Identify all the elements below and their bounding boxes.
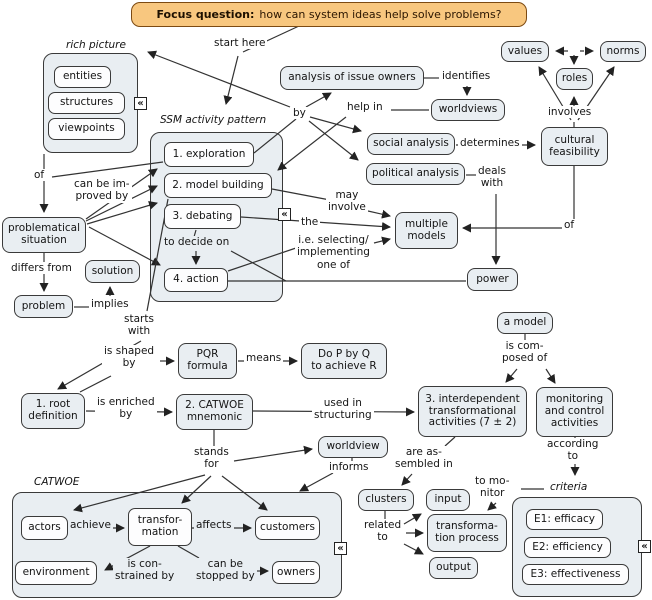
node-actors[interactable]: actors <box>21 516 68 540</box>
link-of-left: of <box>32 169 47 182</box>
node-roles[interactable]: roles <box>556 68 593 90</box>
link-is-constrained-by: is con- strained by <box>113 558 177 583</box>
link-differs-from: differs from <box>9 262 74 275</box>
node-solution[interactable]: solution <box>85 260 140 283</box>
node-clusters[interactable]: clusters <box>358 489 414 511</box>
node-power[interactable]: power <box>467 268 518 291</box>
link-by: by <box>291 107 308 120</box>
collapse-icon[interactable]: « <box>334 542 347 555</box>
node-multiple-models[interactable]: multiple models <box>395 212 458 249</box>
link-informs: informs <box>327 461 371 474</box>
link-starts-with: starts with <box>122 313 156 338</box>
link-affects: affects <box>194 519 234 532</box>
link-to-monitor: to mo- nitor <box>473 475 512 500</box>
node-cultural-feasibility[interactable]: cultural feasibility <box>541 127 608 166</box>
node-exploration[interactable]: 1. exploration <box>164 142 254 167</box>
link-can-be-stopped-by: can be stopped by <box>194 558 257 583</box>
link-is-composed-of: is com- posed of <box>500 340 550 365</box>
node-worldview[interactable]: worldview <box>318 436 388 458</box>
node-output[interactable]: output <box>429 557 478 579</box>
link-is-enriched-by: is enriched by <box>95 396 157 421</box>
collapse-icon[interactable]: « <box>134 97 147 110</box>
node-transformation[interactable]: transfor- mation <box>128 508 192 546</box>
node-interdependent-activities[interactable]: 3. interdependent transformational activ… <box>418 386 527 437</box>
link-determines: determines <box>458 137 522 150</box>
link-means: means <box>244 352 284 365</box>
link-according-to: according to <box>545 438 601 463</box>
catwoe-heading: CATWOE <box>34 476 80 488</box>
node-e3-effectiveness[interactable]: E3: effectiveness <box>522 564 629 585</box>
node-e1-efficacy[interactable]: E1: efficacy <box>526 509 603 530</box>
node-action[interactable]: 4. action <box>164 268 228 292</box>
link-can-be-improved-by: can be im- proved by <box>72 178 132 203</box>
collapse-icon[interactable]: « <box>638 540 651 553</box>
link-implies: implies <box>89 298 131 311</box>
collapse-icon[interactable]: « <box>278 208 291 221</box>
node-owners[interactable]: owners <box>272 561 320 584</box>
link-start-here: start here <box>212 37 268 50</box>
rich-picture-heading: rich picture <box>66 39 126 51</box>
node-monitoring-control[interactable]: monitoring and control activities <box>536 387 613 437</box>
link-related-to: related to <box>362 519 404 544</box>
link-identifies: identifies <box>440 70 493 83</box>
ssm-heading: SSM activity pattern <box>160 114 267 126</box>
node-input[interactable]: input <box>426 489 470 511</box>
node-viewpoints[interactable]: viewpoints <box>48 118 125 140</box>
node-customers[interactable]: customers <box>255 516 320 540</box>
node-structures[interactable]: structures <box>48 92 125 114</box>
node-analysis-of-issue-owners[interactable]: analysis of issue owners <box>280 66 424 90</box>
node-problem[interactable]: problem <box>14 295 73 318</box>
link-deals-with: deals with <box>476 165 508 190</box>
link-help-in: help in <box>345 101 385 114</box>
node-transformation-process[interactable]: transforma- tion process <box>427 514 507 552</box>
link-to-decide-on: to decide on <box>162 236 232 249</box>
link-is-shaped-by: is shaped by <box>102 345 157 370</box>
node-values[interactable]: values <box>501 41 549 62</box>
node-norms[interactable]: norms <box>600 41 646 62</box>
node-model-building[interactable]: 2. model building <box>164 173 272 198</box>
node-e2-efficiency[interactable]: E2: efficiency <box>524 537 611 558</box>
focus-question: Focus question: how can system ideas hel… <box>131 2 527 27</box>
link-used-in-structuring: used in structuring <box>312 397 374 422</box>
node-do-p-by-q[interactable]: Do P by Q to achieve R <box>301 343 387 379</box>
link-ie-selecting: i.e. selecting/ implementing one of <box>295 234 372 272</box>
focus-question-text: how can system ideas help solve problems… <box>259 8 502 21</box>
node-problematical-situation[interactable]: problematical situation <box>2 217 86 253</box>
link-stands-for: stands for <box>192 446 231 471</box>
link-involves: involves <box>546 106 594 119</box>
node-debating[interactable]: 3. debating <box>164 204 241 229</box>
link-achieve: achieve <box>68 519 113 532</box>
link-the: the <box>299 216 321 229</box>
focus-question-prefix: Focus question: <box>156 8 255 21</box>
node-environment[interactable]: environment <box>15 561 97 585</box>
node-social-analysis[interactable]: social analysis <box>367 133 455 155</box>
node-a-model[interactable]: a model <box>497 312 553 334</box>
node-political-analysis[interactable]: political analysis <box>366 163 465 185</box>
node-worldviews[interactable]: worldviews <box>431 99 505 121</box>
node-catwoe-mnemonic[interactable]: 2. CATWOE mnemonic <box>176 394 253 430</box>
criteria-heading: criteria <box>550 481 588 493</box>
link-are-assembled-in: are as- sembled in <box>393 446 455 471</box>
link-may-involve: may involve <box>326 189 368 214</box>
node-pqr-formula[interactable]: PQR formula <box>178 343 237 379</box>
link-of-right: of <box>562 219 577 232</box>
node-entities[interactable]: entities <box>54 66 111 88</box>
node-root-definition[interactable]: 1. root definition <box>21 393 85 429</box>
